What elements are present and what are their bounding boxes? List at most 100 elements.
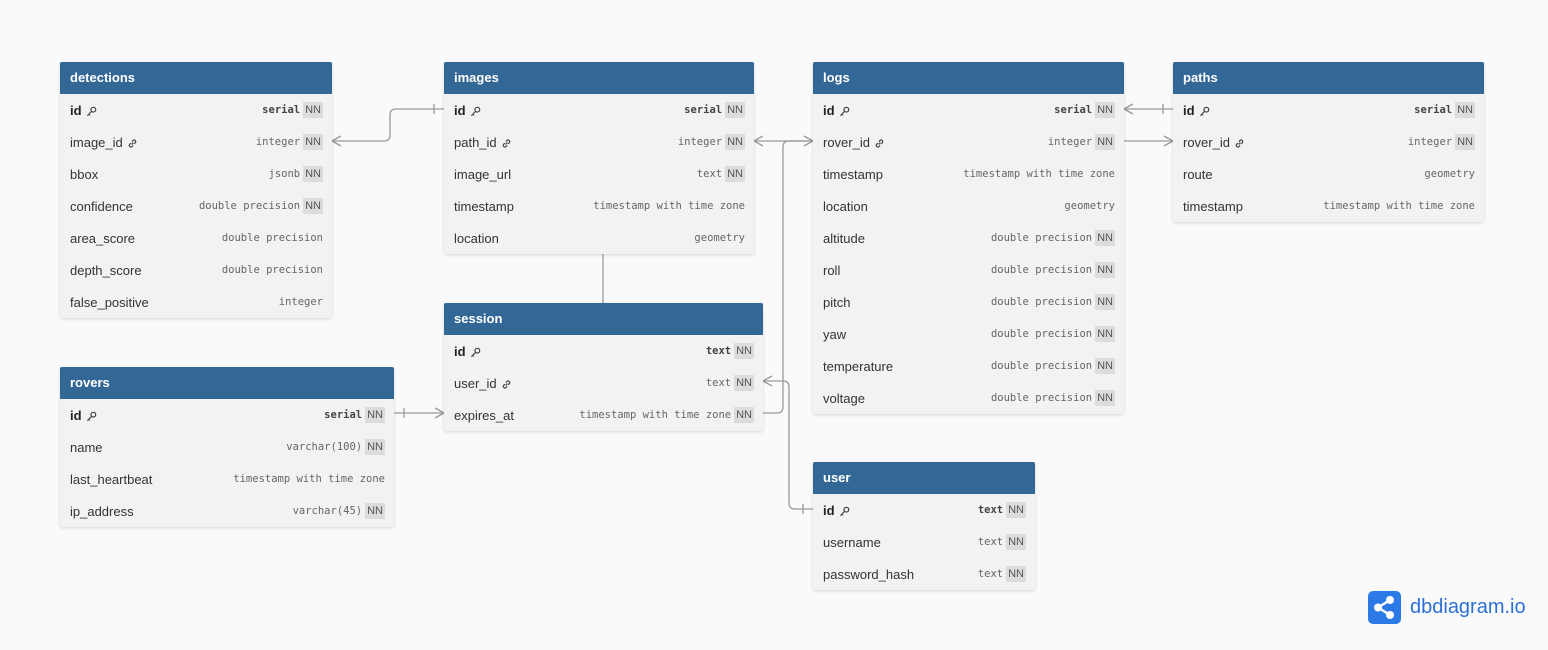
table-header-images[interactable]: images xyxy=(444,62,754,94)
field-type: double precision xyxy=(221,232,323,244)
crow-foot-marker xyxy=(1123,103,1134,115)
field-name: bbox xyxy=(70,167,98,182)
field-name-text: route xyxy=(1183,166,1213,182)
not-null-badge: NN xyxy=(734,343,754,359)
field-name-text: roll xyxy=(823,262,841,278)
key-icon xyxy=(839,105,850,116)
not-null-badge: NN xyxy=(303,102,323,118)
table-header-logs[interactable]: logs xyxy=(813,62,1124,94)
not-null-badge: NN xyxy=(365,407,385,423)
not-null-badge: NN xyxy=(1095,294,1115,310)
not-null-badge: NN xyxy=(1095,230,1115,246)
field-type: integer xyxy=(278,296,323,308)
field-name-text: rover_id xyxy=(823,134,870,150)
field-type: serial xyxy=(1414,104,1453,116)
field-name: rover_id xyxy=(823,135,885,150)
table-header-user[interactable]: user xyxy=(813,462,1035,494)
field-name-text: timestamp xyxy=(823,166,883,182)
not-null-badge: NN xyxy=(1455,102,1475,118)
not-null-badge: NN xyxy=(1095,102,1115,118)
field-row-logs-location[interactable]: location geometry xyxy=(813,190,1124,222)
crow-foot-marker xyxy=(434,407,445,419)
field-type: varchar(100) xyxy=(286,441,363,453)
field-name: false_positive xyxy=(70,295,149,310)
not-null-badge: NN xyxy=(734,375,754,391)
dbdiagram-logo[interactable]: dbdiagram.io xyxy=(1368,591,1526,624)
field-type: serial xyxy=(684,104,723,116)
field-type: timestamp with time zone xyxy=(963,168,1115,180)
field-type: geometry xyxy=(1064,200,1115,212)
field-type: timestamp with time zone xyxy=(1323,200,1475,212)
field-name: path_id xyxy=(454,135,512,150)
field-name-text: id xyxy=(70,102,82,118)
not-null-badge: NN xyxy=(725,134,745,150)
link-icon xyxy=(501,378,512,389)
field-type: double precision xyxy=(990,360,1093,372)
field-name-text: location xyxy=(823,198,868,214)
field-row-logs-timestamp[interactable]: timestamp timestamp with time zone xyxy=(813,158,1124,190)
field-name: last_heartbeat xyxy=(70,472,152,487)
table-header-paths[interactable]: paths xyxy=(1173,62,1484,94)
field-name-text: rover_id xyxy=(1183,134,1230,150)
rel-session-user xyxy=(763,380,813,510)
field-type: text xyxy=(977,568,1004,580)
field-name-text: username xyxy=(823,534,881,550)
field-name: timestamp xyxy=(823,167,883,182)
dbdiagram-logo-text: dbdiagram.io xyxy=(1410,596,1526,618)
table-header-detections[interactable]: detections xyxy=(60,62,332,94)
field-row-detections-false_positive[interactable]: false_positive integer xyxy=(60,286,332,318)
table-header-session[interactable]: session xyxy=(444,303,763,335)
table-header-rovers[interactable]: rovers xyxy=(60,367,394,399)
field-type: timestamp with time zone xyxy=(579,409,732,421)
field-type: double precision xyxy=(990,328,1093,340)
link-icon xyxy=(127,137,138,148)
field-name: username xyxy=(823,535,881,550)
field-name-text: path_id xyxy=(454,134,497,150)
field-name-text: bbox xyxy=(70,166,99,182)
field-name: user_id xyxy=(454,376,512,391)
not-null-badge: NN xyxy=(725,166,745,182)
field-name: timestamp xyxy=(454,199,514,214)
